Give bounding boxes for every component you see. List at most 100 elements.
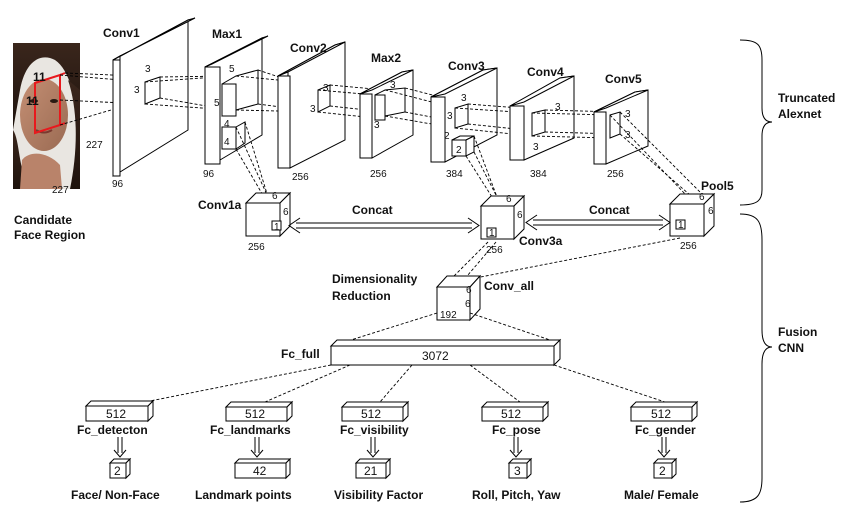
conv1a-cube [244,191,292,238]
conv3-k1: 3 [461,93,467,104]
conv2-depth: 256 [292,172,309,183]
fcfull-to-branches-lines [144,364,666,403]
branch-visibility-units: 512 [361,407,381,421]
fc-full-label: Fc_full [281,347,320,361]
conv1-label: Conv1 [103,26,140,40]
conv5-depth: 256 [607,169,624,180]
max1-label: Max1 [212,27,242,41]
conv4-k1: 3 [555,102,561,113]
conv3a-d2: 6 [517,210,523,221]
branch-landmarks-units: 512 [245,407,265,421]
conv-all-d2: 6 [465,299,471,310]
pool5-depth: 256 [680,241,697,252]
bracket-bottom-line1: Fusion [778,325,817,339]
branch-pose-label: Fc_pose [492,423,541,437]
input-kernel-w: 11 [26,94,39,108]
conv1a-d3: 1 [274,222,280,233]
bracket-truncated-alexnet [739,39,773,206]
branch-landmarks-caption: Landmark points [195,488,292,502]
conv1a-depth: 256 [248,242,265,253]
conv3a-label: Conv3a [519,234,563,248]
conv3-block [430,67,498,163]
branch-gender-label: Fc_gender [635,423,696,437]
conv3a-cube [479,194,526,241]
branch-detection-label: Fc_detecton [77,423,148,437]
conv1-k1: 3 [145,64,151,75]
bracket-fusion-cnn [739,213,773,503]
conv3a-d3: 1 [489,228,495,239]
pool5-d3: 1 [678,220,684,231]
conv-all-label: Conv_all [484,279,534,293]
branch-visibility-label: Fc_visibility [340,423,409,437]
dim-reduction-line1: Dimensionality [332,272,418,286]
conv3a-depth: 256 [486,245,503,256]
branch-landmarks-label: Fc_landmarks [210,423,291,437]
branch-detection [84,399,155,480]
conv5-label: Conv5 [605,72,642,86]
branch-pose-out: 3 [514,464,521,478]
concat-arrow-right [525,214,671,231]
conv1a-d2: 6 [283,207,289,218]
max1-k3: 4 [224,119,230,130]
max1-depth: 96 [203,169,215,180]
branch-detection-out: 2 [114,464,121,478]
conv1-k2: 3 [134,85,140,96]
conv3-depth: 384 [446,169,463,180]
max2-depth: 256 [370,169,387,180]
branch-gender-out: 2 [659,464,666,478]
max2-k2: 3 [374,120,380,131]
branch-landmarks [224,400,294,480]
concat-to-convall-lines [447,237,681,283]
input-caption-line2: Face Region [14,228,85,242]
branch-detection-caption: Face/ Non-Face [71,488,160,502]
bracket-bottom-line2: CNN [778,341,804,355]
conv4-block [509,75,575,161]
conv3-k2: 3 [447,111,453,122]
max2-label: Max2 [371,51,401,65]
conv1-block [112,17,196,177]
input-face-image [13,43,80,189]
conv3-k4: 2 [456,145,462,156]
branch-gender-caption: Male/ Female [624,488,699,502]
conv5-k1: 3 [625,109,631,120]
max2-block [359,69,414,159]
concat-arrow-left [288,217,480,234]
conv1-depth: 96 [112,179,124,190]
conv3-to-conv3a-lines [465,135,498,198]
branch-visibility-out: 21 [364,464,378,478]
branch-gender-units: 512 [651,407,671,421]
pool5-label: Pool5 [701,179,734,193]
conv4-k2: 3 [533,142,539,153]
fc-full-units: 3072 [422,349,449,363]
branch-pose [480,400,550,480]
input-height: 227 [52,185,69,196]
max1-k4: 4 [224,137,230,148]
input-kernel-h: 11 [33,70,46,84]
convall-to-fcfull-lines [334,312,551,346]
conv2-k2: 3 [310,104,316,115]
branch-visibility-caption: Visibility Factor [334,488,423,502]
conv-all-d1: 6 [466,285,472,296]
conv3-k3: 2 [444,131,450,142]
input-caption-line1: Candidate [14,213,72,227]
conv-all-cube [435,274,482,322]
bracket-top-line1: Truncated [778,91,835,105]
conv2-block [277,41,346,169]
pool5-cube [668,192,716,238]
bracket-top-line2: Alexnet [778,107,821,121]
conv5-k2: 3 [625,130,631,141]
branch-gender [629,400,699,480]
conv4-label: Conv4 [527,65,564,79]
conv4-depth: 384 [530,169,547,180]
branch-landmarks-out: 42 [253,464,267,478]
conv-all-depth: 192 [440,310,457,321]
max1-k1: 5 [229,64,235,75]
branch-pose-units: 512 [501,407,521,421]
max1-to-conv1a-lines [235,121,269,198]
fc-full-bar [329,338,562,367]
pool5-d1: 6 [699,192,705,203]
pool5-d2: 6 [708,206,714,217]
branch-pose-caption: Roll, Pitch, Yaw [472,488,561,502]
dim-reduction-line2: Reduction [332,289,391,303]
